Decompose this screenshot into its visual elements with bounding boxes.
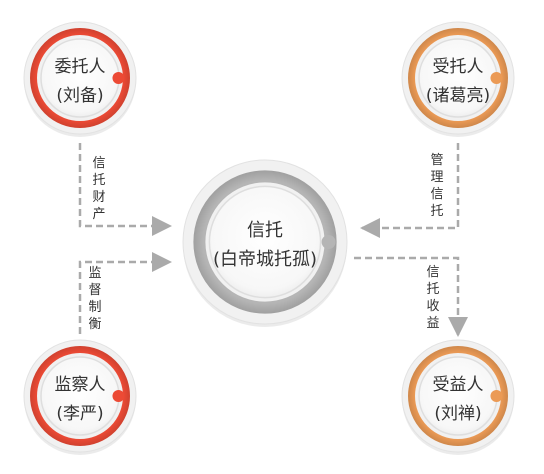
connectors — [78, 143, 468, 337]
trust-title: 信托 — [247, 220, 283, 241]
trust-accent-dot — [321, 235, 336, 249]
node-trustee: 受托人 (诸葛亮) — [401, 21, 515, 137]
trustee-name: (诸葛亮) — [426, 86, 490, 106]
edge-label-supervisor-to-trust: 监督制衡 — [88, 266, 101, 332]
edge-labels: 信托财产 管理信托 监督制衡 信托收益 — [88, 153, 443, 332]
node-beneficiary: 受益人 (刘禅) — [401, 339, 515, 455]
settlor-name: (刘备) — [56, 86, 103, 106]
node-settlor: 委托人 (刘备) — [23, 21, 137, 137]
arrow-settlor-to-trust — [78, 143, 172, 236]
trustee-title: 受托人 — [433, 57, 484, 77]
supervisor-title: 监察人 — [55, 375, 106, 395]
edge-label-trust-to-beneficiary: 信托收益 — [426, 265, 439, 331]
supervisor-accent-dot — [112, 390, 125, 402]
edge-label-trustee-to-trust: 管理信托 — [430, 153, 443, 219]
arrow-supervisor-to-trust — [78, 252, 172, 334]
arrow-trust-to-beneficiary — [354, 256, 468, 337]
edge-label-settlor-to-trust: 信托财产 — [92, 156, 105, 222]
beneficiary-title: 受益人 — [433, 375, 484, 395]
trustee-accent-dot — [490, 72, 503, 84]
node-supervisor: 监察人 (李严) — [23, 339, 137, 455]
trust-name: (白帝城托孤) — [213, 249, 317, 270]
settlor-title: 委托人 — [55, 57, 106, 77]
arrow-trustee-to-trust — [360, 143, 460, 238]
node-trust: 信托 (白帝城托孤) — [182, 159, 348, 327]
beneficiary-accent-dot — [490, 390, 503, 402]
settlor-accent-dot — [112, 72, 125, 84]
beneficiary-name: (刘禅) — [434, 404, 481, 424]
supervisor-name: (李严) — [56, 404, 103, 424]
